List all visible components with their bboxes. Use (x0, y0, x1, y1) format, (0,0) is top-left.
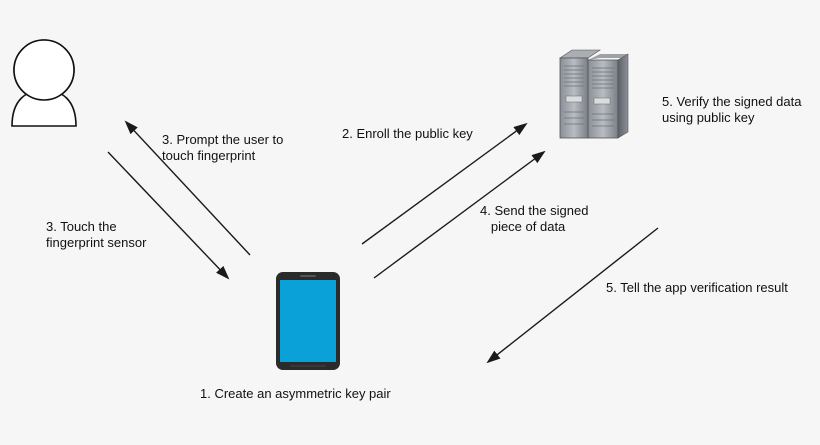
label-step4-send: 4. Send the signed piece of data (480, 203, 589, 234)
label-step1-create: 1. Create an asymmetric key pair (200, 386, 391, 401)
arrow-enroll-public-key (361, 122, 528, 245)
arrow-touch-sensor (107, 151, 230, 280)
smartphone-icon (276, 272, 340, 370)
label-step3-prompt: 3. Prompt the user to touch fingerprint (162, 132, 284, 163)
user-icon (11, 39, 77, 127)
arrow-verification-result (486, 227, 659, 364)
server-icon (559, 49, 629, 139)
label-step5-verify: 5. Verify the signed data using public k… (662, 94, 802, 125)
label-step3-touch: 3. Touch the fingerprint sensor (46, 219, 147, 250)
arrow-send-signed-data (373, 150, 546, 279)
arrow-prompt-user (124, 120, 251, 256)
label-step2-enroll: 2. Enroll the public key (342, 126, 473, 141)
label-step5-tell: 5. Tell the app verification result (606, 280, 788, 295)
